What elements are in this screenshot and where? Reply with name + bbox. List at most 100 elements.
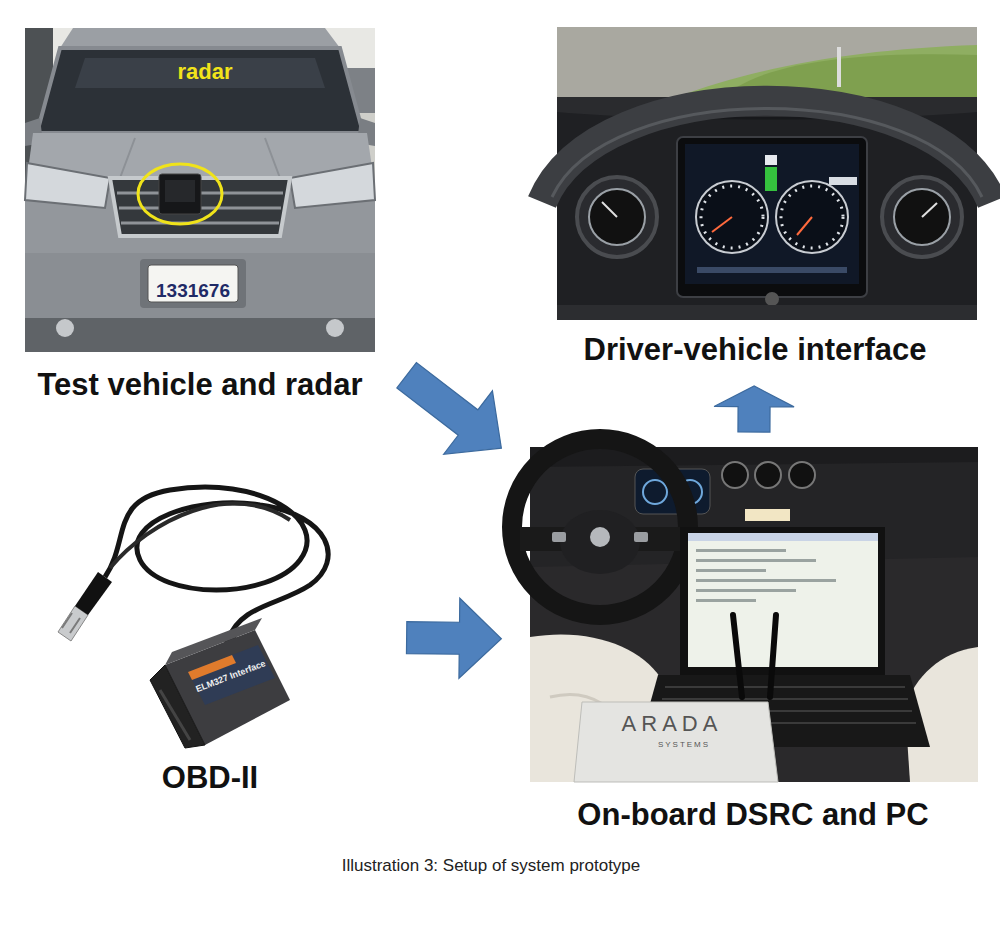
figure-caption: Illustration 3: Setup of system prototyp… (0, 856, 982, 876)
photo-text: ARADA (622, 712, 723, 736)
dashboard-photo-part (685, 144, 859, 284)
photo-panel: OBD-II (40, 470, 380, 801)
dashboard-photo-part (765, 167, 777, 191)
photo-panel: Test vehicle and radar (20, 25, 380, 408)
line-wrap: On-board DSRC and PC (528, 796, 978, 833)
photo-space (40, 470, 380, 759)
obd-cable-photo-part (110, 504, 290, 568)
car-photo-part (37, 48, 363, 133)
cabin-photo-part (696, 599, 756, 602)
cabin-photo-part (688, 533, 878, 541)
dashboard-photo-part (797, 217, 812, 235)
block-arrow (397, 363, 501, 455)
car-photo-part (165, 180, 195, 202)
cabin-photo-part (755, 462, 781, 488)
block-arrow (714, 386, 794, 432)
cabin-photo-part (634, 532, 648, 542)
cabin-photo (512, 439, 978, 782)
dashboard-photo-part (837, 47, 841, 87)
obd-cable-photo-part (160, 690, 190, 740)
line-wrap: Driver-vehicle interface (545, 331, 965, 368)
panel-caption: On-board DSRC and PC (577, 796, 928, 833)
car-photo-part (326, 319, 344, 337)
photo-text: ELM327 Interface (195, 659, 268, 695)
photo-text: radar (177, 60, 232, 84)
cabin-photo-part (643, 480, 667, 504)
car-photo-part (60, 28, 340, 48)
panel-caption: OBD-II (162, 759, 258, 796)
dashboard-photo-part (602, 202, 617, 217)
dashboard-photo-part (765, 155, 777, 165)
dashboard-photo-part (894, 189, 950, 245)
cabin-photo-part (680, 527, 885, 675)
dashboard-photo-part (677, 137, 867, 297)
cabin-photo-part (696, 589, 796, 592)
dashboard-photo-part (697, 267, 847, 273)
car-photo-part (120, 138, 280, 178)
block-arrow (406, 598, 501, 678)
line-wrap: OBD-II (40, 759, 380, 796)
dashboard-photo-part (696, 181, 768, 253)
car-photo (25, 28, 375, 352)
car-photo-part (290, 163, 375, 208)
cabin-photo-part (560, 510, 640, 574)
cabin-photo-part (696, 559, 816, 562)
car-photo-part (25, 318, 375, 352)
car-photo-part (159, 174, 201, 214)
car-photo-part (25, 28, 375, 352)
car-photo-part (56, 319, 74, 337)
dashboard-photo-part (712, 217, 732, 232)
cabin-photo-part (789, 462, 815, 488)
cabin-photo-part (696, 549, 786, 552)
panel-caption: Test vehicle and radar (37, 366, 362, 403)
photo-space (528, 445, 978, 796)
obd-cable-photo-part (188, 645, 275, 705)
cabin-photo-part (733, 615, 742, 697)
cabin-photo-part (688, 533, 878, 667)
dashboard-photo-part (765, 292, 779, 306)
cabin-photo-part (722, 462, 748, 488)
cabin-photo-part (696, 569, 766, 572)
cabin-photo-part (696, 579, 836, 582)
dashboard-photo-part (829, 177, 857, 185)
obd-cable-photo (58, 487, 328, 748)
photo-panel: Driver-vehicle interface (545, 25, 965, 373)
cabin-photo-part (512, 439, 688, 615)
photo-space (545, 25, 965, 331)
dashboard-photo-part (589, 189, 645, 245)
cabin-photo-part (770, 615, 776, 697)
photo-text: SYSTEMS (658, 741, 710, 750)
dashboard-photo-part (922, 203, 937, 217)
dashboard-photo-part (701, 186, 763, 248)
line-wrap: Test vehicle and radar (20, 366, 380, 403)
dashboard-photo-part (776, 181, 848, 253)
dashboard-photo (542, 27, 992, 320)
car-photo-part (138, 164, 222, 224)
car-photo-part (25, 163, 110, 208)
obd-cable-photo-part (150, 665, 205, 748)
cabin-photo-part (574, 702, 778, 782)
dashboard-photo-part (557, 305, 977, 320)
cabin-photo-part (745, 509, 790, 521)
car-photo-part (25, 253, 375, 318)
obd-cable-photo-part (105, 487, 328, 640)
car-photo-part (75, 58, 325, 88)
cabin-photo-part (552, 532, 566, 542)
car-photo-part (148, 265, 238, 302)
photo-text: 1331676 (156, 281, 230, 302)
photo-space (20, 25, 380, 366)
dashboard-photo-part (781, 186, 843, 248)
obd-cable-photo-part (75, 572, 112, 615)
dashboard-photo-part (577, 177, 657, 257)
panel-caption: Driver-vehicle interface (584, 331, 927, 368)
cabin-photo-part (590, 527, 610, 547)
obd-cable-photo-part (188, 655, 236, 680)
car-photo-part (140, 259, 246, 308)
obd-cable-photo-part (62, 613, 80, 633)
dashboard-photo-part (882, 177, 962, 257)
photo-panel: On-board DSRC and PC (528, 445, 978, 838)
